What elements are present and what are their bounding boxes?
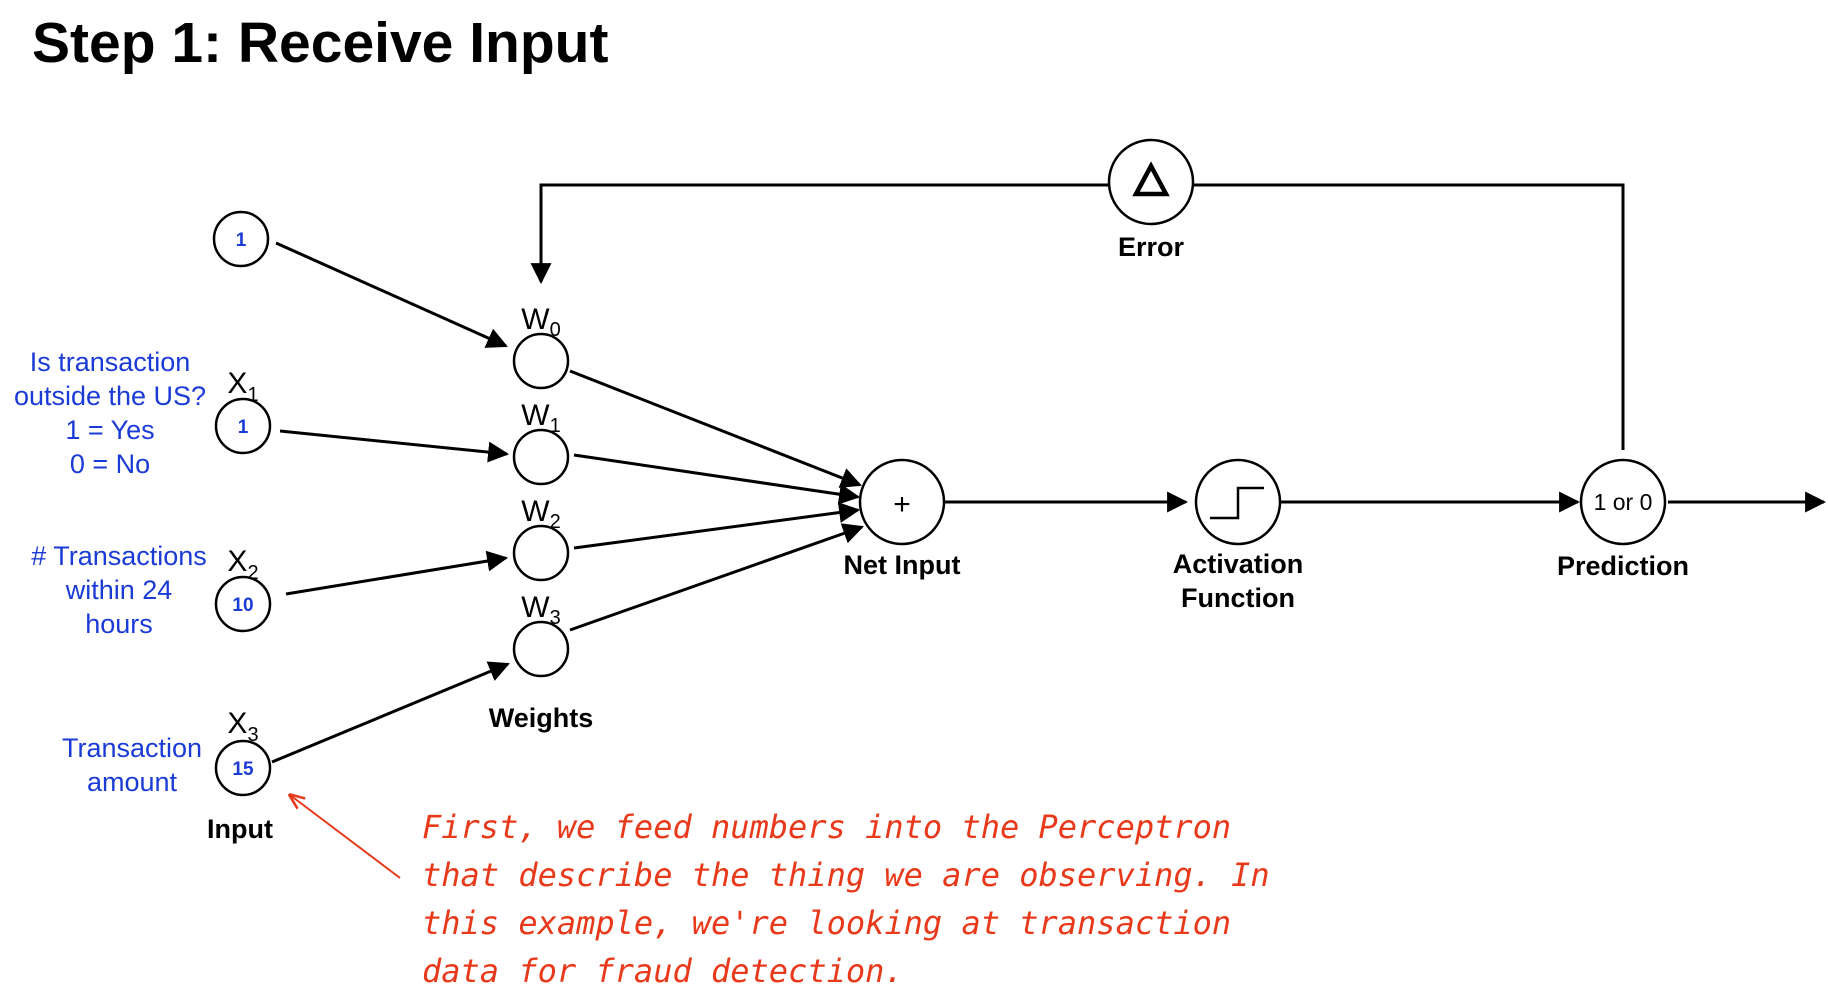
prediction-value: 1 or 0 [1594,489,1653,515]
desc-line: outside the US? [14,381,206,411]
net-input-label: Net Input [844,550,961,580]
symbol-subscript: 3 [550,607,561,629]
edge-input3-w3 [271,661,510,764]
error-feedback-loop [530,183,1625,450]
input-node-0: 1 [212,210,270,268]
input-value: 1 [238,417,249,438]
weight-symbol: W1 [521,399,560,437]
symbol-letter: X [227,367,247,400]
note-line: data for fraud detection. [422,952,904,990]
edge-input1-w1 [279,429,510,463]
feedback-prediction-to-error [1194,183,1625,450]
prediction-circle [1579,458,1667,546]
delta-icon [1132,161,1170,197]
input-description-2: # Transactions within 24 hours [31,541,207,639]
symbol-letter: X [227,707,247,740]
input-circle [212,210,270,268]
edge-input2-w2 [285,550,509,596]
edge-input0-w0 [275,241,508,348]
input-description-1: Is transaction outside the US? 1 = Yes 0… [14,347,206,479]
note-pointer-arrow [290,795,401,879]
input-node-1: 1 X1 [214,367,272,455]
desc-line: within 24 [65,575,173,605]
prediction-node: 1 or 0 [1579,458,1667,546]
desc-line: Transaction [62,733,202,763]
feedback-error-to-w0 [530,183,1109,285]
net-input-node: + [858,458,946,546]
edge-w3-net [569,523,864,632]
edge-w2-net [573,502,861,550]
weight-node-0: W0 [512,303,570,390]
weight-circle [512,620,570,678]
symbol-subscript: 2 [247,562,258,584]
activation-node [1194,458,1282,546]
input-description-3: Transaction amount [62,733,202,797]
weights-label: Weights [489,703,594,733]
weight-node-2: W2 [512,495,570,582]
weight-node-1: W1 [512,399,570,486]
prediction-label: Prediction [1557,551,1689,581]
input-value: 1 [236,230,247,251]
input-circle [214,739,272,797]
symbol-subscript: 2 [550,511,561,533]
input-value: 15 [232,759,254,780]
input-symbol: X1 [227,367,258,406]
desc-line: 0 = No [70,449,150,479]
activation-label-line1: Activation [1173,549,1304,579]
input-circle [214,575,272,633]
desc-line: # Transactions [31,541,207,571]
weight-circle [512,524,570,582]
desc-line: Is transaction [30,347,191,377]
note-line: First, we feed numbers into the Perceptr… [422,808,1231,846]
error-circle [1107,138,1195,226]
symbol-subscript: 3 [247,724,258,746]
desc-line: amount [87,767,178,797]
input-label: Input [207,814,273,844]
input-value: 10 [232,595,253,616]
symbol-letter: X [227,545,247,578]
net-input-circle [858,458,946,546]
plus-icon: + [893,488,911,521]
input-symbol: X3 [227,707,258,746]
input-to-weight-edges [271,241,510,764]
input-circle [214,397,272,455]
weight-symbol: W3 [521,591,560,629]
symbol-letter: W [521,591,550,624]
symbol-subscript: 1 [550,415,561,437]
input-node-2: 10 X2 [214,545,272,633]
note-line: this example, we're looking at transacti… [422,904,1231,942]
weight-symbol: W0 [521,303,560,341]
input-node-3: 15 X3 [214,707,272,797]
error-node [1107,138,1195,226]
weight-symbol: W2 [521,495,560,533]
weight-circle [512,332,570,390]
symbol-subscript: 0 [550,319,561,341]
symbol-letter: W [521,399,550,432]
edge-w0-net [569,369,862,488]
symbol-letter: W [521,495,550,528]
annotation-note: First, we feed numbers into the Perceptr… [422,808,1270,990]
weight-to-net-edges [569,369,864,632]
desc-line: 1 = Yes [65,415,154,445]
step-function-icon [1210,486,1264,520]
note-line: that describe the thing we are observing… [422,856,1270,894]
desc-line: hours [85,609,153,639]
input-symbol: X2 [227,545,258,584]
symbol-letter: W [521,303,550,336]
page-title: Step 1: Receive Input [32,11,609,75]
activation-label-line2: Function [1181,583,1295,613]
symbol-subscript: 1 [247,384,258,406]
error-label: Error [1118,232,1185,262]
weight-circle [512,428,570,486]
edge-w1-net [573,453,861,505]
weight-node-3: W3 [512,591,570,678]
